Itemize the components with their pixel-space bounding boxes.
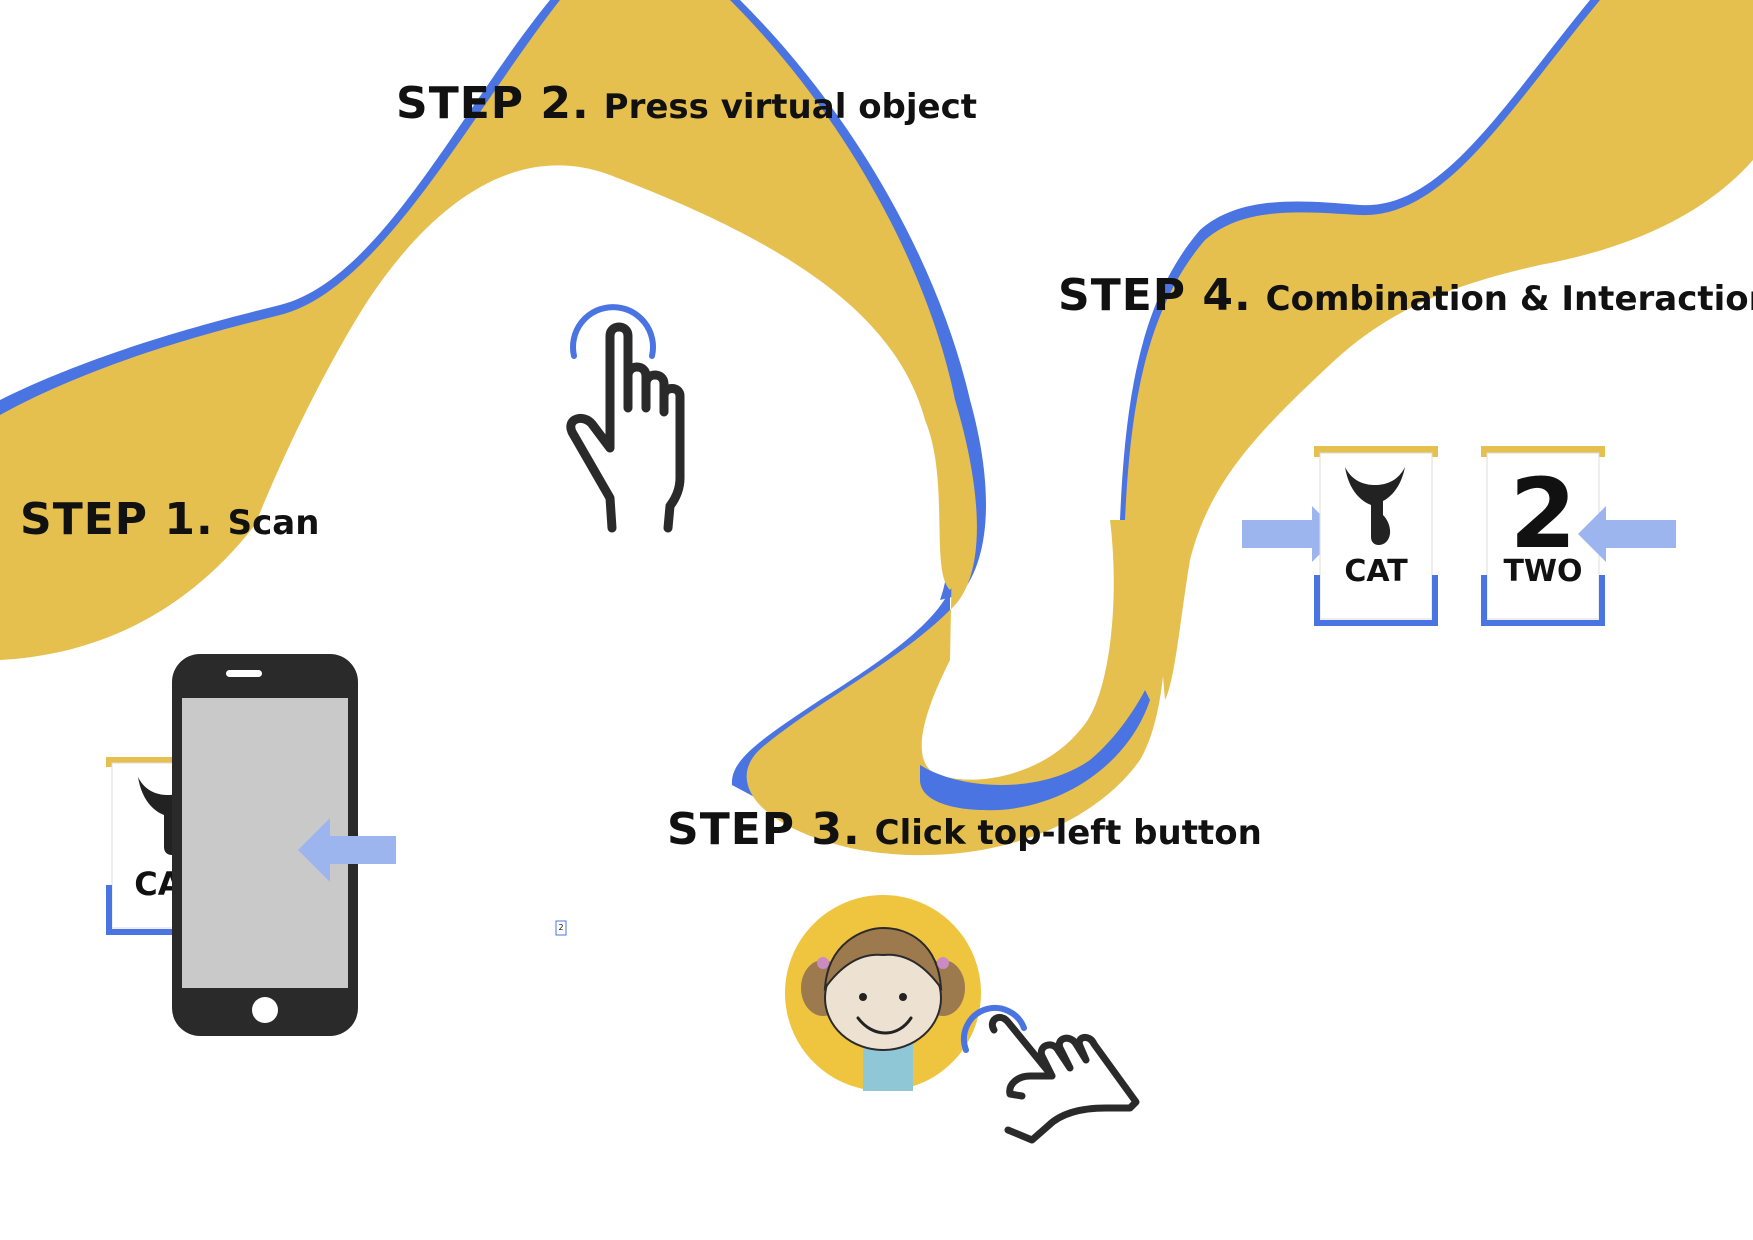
tap-hand-pointer-icon bbox=[961, 1004, 1140, 1144]
step-2-number: STEP 2. bbox=[396, 78, 590, 129]
step-3-number: STEP 3. bbox=[667, 804, 861, 855]
arrow-left-icon bbox=[298, 818, 396, 882]
wave-middle-yellow bbox=[746, 400, 1167, 856]
step-4-number: STEP 4. bbox=[1058, 270, 1252, 321]
step-3-label: STEP 3. Click top-left button bbox=[667, 804, 1262, 855]
step-1-number: STEP 1. bbox=[20, 494, 214, 545]
arrow-left-icon bbox=[1578, 506, 1676, 562]
tiny-card-digit: 2 bbox=[558, 923, 563, 932]
cat-silhouette-icon bbox=[1345, 467, 1405, 545]
step-1-text: Scan bbox=[227, 503, 320, 543]
wave-left-yellow bbox=[0, 0, 972, 660]
two-card-digit: 2 bbox=[1510, 458, 1577, 570]
tiny-card-thumbnail: 2 bbox=[555, 920, 567, 936]
cat-card-combo-label: CAT bbox=[1344, 554, 1408, 589]
step-2-text: Press virtual object bbox=[603, 87, 978, 127]
girl-avatar-icon bbox=[785, 895, 981, 1091]
step-3-text: Click top-left button bbox=[874, 813, 1262, 853]
wave-right-yellow bbox=[1125, 0, 1753, 700]
step-1-label: STEP 1. Scan bbox=[20, 494, 319, 545]
step-2-label: STEP 2. Press virtual object bbox=[396, 78, 977, 129]
wave-bottom-blue-curve bbox=[920, 690, 1150, 811]
tap-hand-icon bbox=[566, 304, 685, 533]
arrow-right-icon bbox=[1242, 506, 1340, 562]
two-card-label: TWO bbox=[1503, 554, 1582, 589]
cat-card-combo: CAT bbox=[1314, 446, 1438, 626]
step-4-text: Combination & Interaction bbox=[1265, 279, 1753, 319]
step-4-label: STEP 4. Combination & Interaction bbox=[1058, 270, 1753, 321]
